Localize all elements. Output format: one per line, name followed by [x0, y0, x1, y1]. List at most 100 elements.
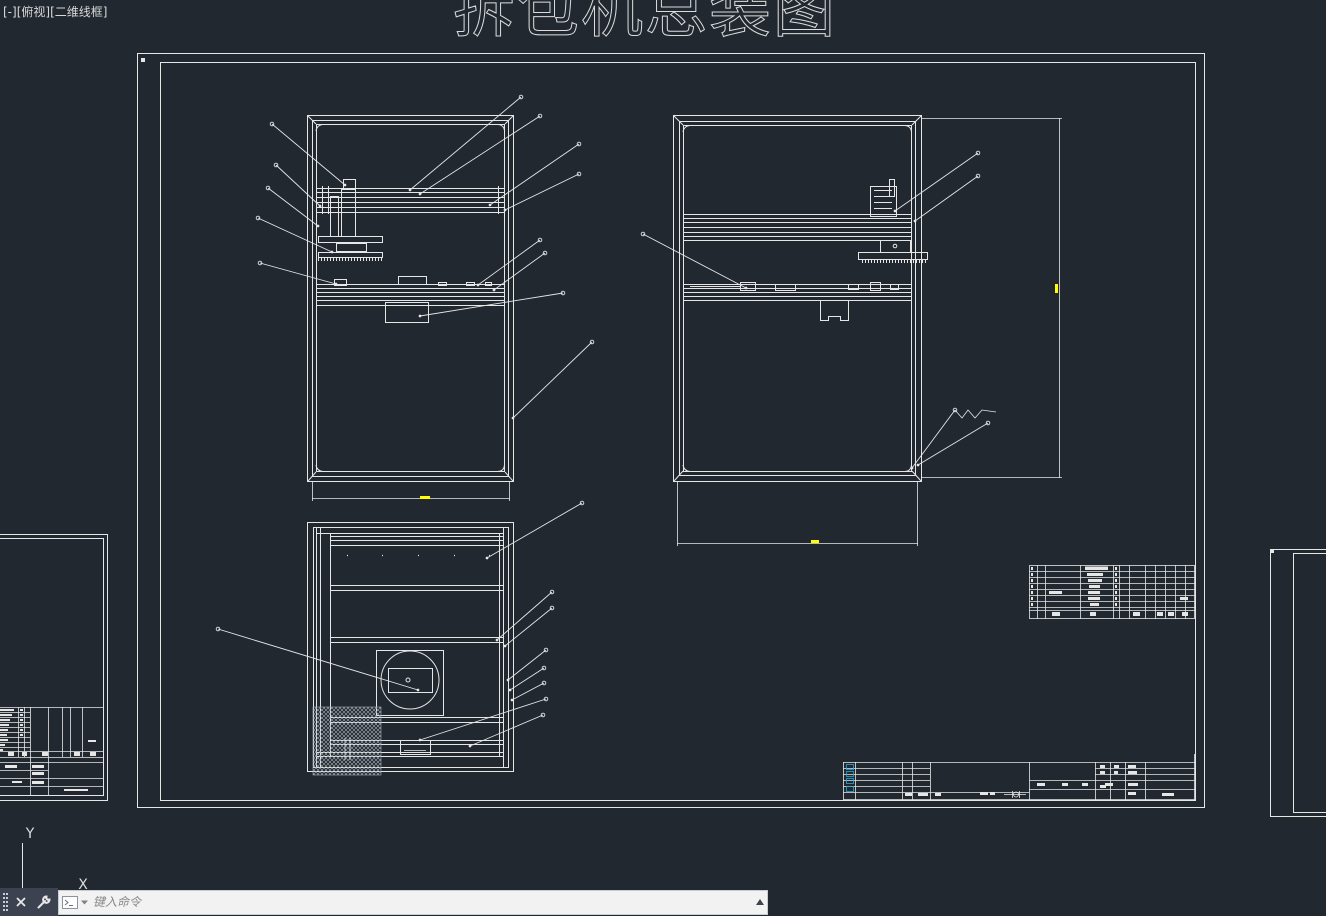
leader-line: [419, 292, 564, 317]
leader-endpoint: [334, 282, 338, 286]
front-conveyor-part-2: [398, 276, 427, 285]
balloon-marker: [537, 237, 543, 243]
revision-icons: [846, 764, 854, 792]
leader-endpoint: [418, 314, 422, 318]
balloon-marker: [265, 185, 271, 191]
leader-endpoint: [495, 638, 499, 642]
balloon-marker: [257, 260, 263, 266]
front-corner-brackets: [307, 115, 514, 482]
balloon-marker: [975, 150, 981, 156]
side-conveyor-part-2: [775, 284, 796, 291]
side-lift-block: [880, 240, 911, 253]
projection-symbol-circle: [1013, 791, 1019, 798]
side-weld-symbol: [954, 409, 997, 419]
front-conveyor-part-3: [438, 282, 447, 286]
wrench-icon[interactable]: [36, 894, 52, 910]
sheet-corner-mark: [141, 58, 145, 62]
adjacent-left-inner-border: [0, 538, 104, 796]
leader-line: [642, 233, 747, 289]
command-line: [58, 890, 768, 915]
command-prompt-icon: [62, 896, 78, 909]
front-frame-inner: [312, 120, 509, 477]
side-upper-shelf: [683, 214, 911, 241]
leader-endpoint: [416, 688, 420, 692]
balloon-marker: [549, 605, 555, 611]
front-conveyor-part-1: [334, 279, 347, 286]
adjacent-sheet-right: [1270, 549, 1326, 817]
leader-endpoint: [408, 188, 412, 192]
side-frame-outer: [673, 115, 922, 482]
front-conveyor-part-5: [485, 282, 492, 286]
side-middle-shelf: [683, 284, 911, 301]
ucs-y-label: Y: [25, 826, 35, 842]
title-block-grid: [843, 762, 1195, 800]
leader-endpoint: [503, 208, 507, 212]
grip-icon[interactable]: [3, 893, 9, 911]
top-drive-unit: [400, 740, 431, 755]
chevron-up-icon[interactable]: [755, 898, 765, 906]
side-motor-fins: [874, 190, 892, 209]
side-motor-housing: [870, 186, 897, 217]
top-view: [307, 522, 514, 776]
view-direction-control[interactable]: [俯视]: [16, 5, 51, 19]
projection-symbol: [1004, 791, 1026, 798]
side-frame-inner: [679, 121, 916, 476]
balloon-marker: [560, 290, 566, 296]
top-turntable-base: [376, 650, 444, 716]
viewport-menu-control[interactable]: [-]: [3, 5, 17, 19]
balloon-marker: [541, 665, 547, 671]
side-frame-profiles: [683, 125, 912, 472]
side-lift-bolt: [892, 243, 898, 249]
adjacent-sheet-left: [0, 534, 108, 801]
balloon-marker: [640, 231, 646, 237]
leader-line: [509, 667, 545, 691]
front-drive-box: [385, 302, 429, 323]
balloon-marker: [540, 712, 546, 718]
balloon-marker: [985, 420, 991, 426]
revision-icon-3: [846, 778, 854, 784]
sheet-inner-border: [160, 62, 1196, 801]
leader-endpoint: [744, 286, 748, 290]
bom-table-border: [1029, 565, 1195, 619]
balloon-marker: [589, 339, 595, 345]
front-upper-shelf: [316, 186, 504, 214]
adjacent-right-inner-border: [1293, 553, 1326, 813]
balloon-marker: [541, 680, 547, 686]
chevron-down-icon[interactable]: [80, 899, 89, 906]
leader-line: [489, 143, 580, 206]
leader-line: [914, 175, 979, 222]
top-turntable-bracket: [388, 668, 433, 693]
balloon-marker: [255, 215, 261, 221]
side-corner-brackets: [673, 115, 922, 482]
leader-endpoint: [492, 288, 496, 292]
leader-endpoint: [418, 192, 422, 196]
leader-endpoint: [318, 204, 322, 208]
side-height-dimension: [921, 118, 1062, 478]
balloon-marker: [543, 647, 549, 653]
balloon-marker: [975, 173, 981, 179]
front-cutter-bar: [318, 252, 383, 258]
leader-line: [504, 173, 580, 211]
front-frame-profiles: [316, 124, 505, 472]
side-view: [673, 115, 1062, 546]
visual-style-control[interactable]: [二维线框]: [50, 5, 108, 19]
close-icon[interactable]: [13, 894, 29, 910]
top-frame-inner: [313, 527, 509, 768]
balloon-marker: [518, 94, 524, 100]
command-input[interactable]: [93, 893, 743, 911]
leader-endpoint: [330, 250, 334, 254]
leader-endpoint: [916, 463, 920, 467]
leader-line: [259, 262, 337, 285]
leader-line: [486, 502, 583, 559]
drawing-title: 拆包机总装图: [453, 0, 837, 46]
leader-line: [507, 649, 547, 681]
bom-table-text: [1031, 566, 1188, 616]
adjacent-left-outer-border: [0, 534, 108, 801]
top-frame-outer: [307, 522, 514, 772]
leader-endpoint: [913, 219, 917, 223]
side-conveyor-part-4: [870, 282, 881, 291]
leader-line: [496, 591, 553, 641]
leader-line: [419, 698, 547, 741]
balloon-marker: [543, 696, 549, 702]
